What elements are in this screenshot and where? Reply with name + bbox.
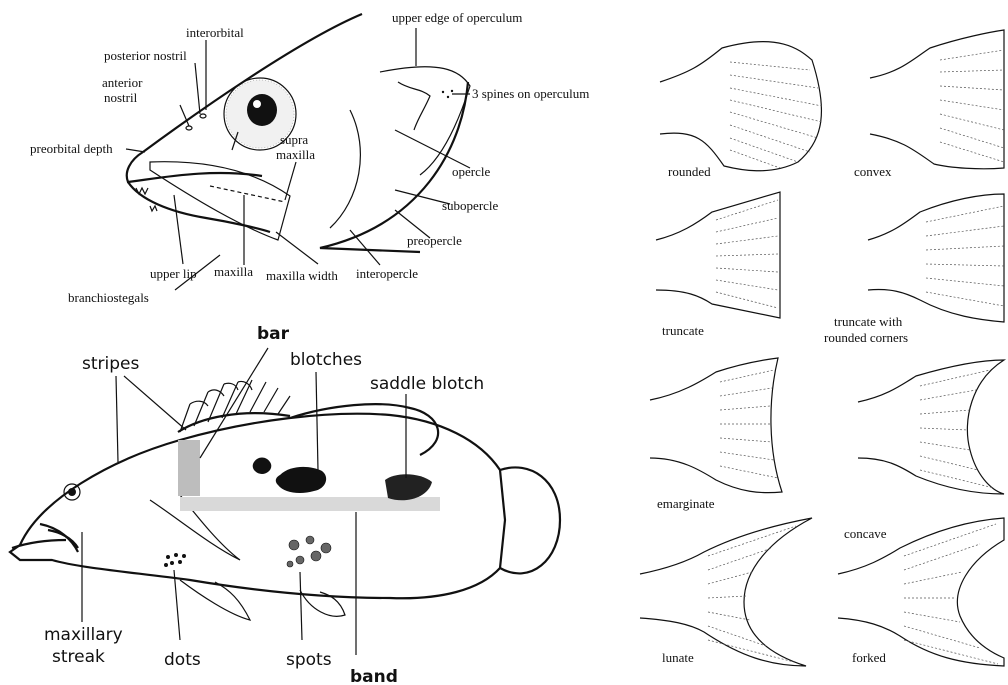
label-supra-line1: supra bbox=[280, 132, 308, 147]
label-upper-lip: upper lip bbox=[150, 266, 197, 281]
label-preorbital-depth: preorbital depth bbox=[30, 141, 113, 156]
label-saddle-blotch: saddle blotch bbox=[370, 374, 484, 394]
body-diagram: bar stripes blotches saddle blotch maxil… bbox=[10, 324, 560, 685]
spots-pattern bbox=[287, 536, 331, 567]
upper-jaw bbox=[127, 152, 262, 182]
label-preopercle: preopercle bbox=[407, 233, 462, 248]
tail-rounded-label: rounded bbox=[668, 164, 711, 179]
tail-truncate-rounded: truncate with rounded corners bbox=[824, 194, 1004, 345]
posterior-nostril bbox=[200, 114, 206, 118]
caudal-fin bbox=[500, 467, 560, 573]
label-anterior-nostril-line1: anterior bbox=[102, 75, 143, 90]
head-diagram: interorbital posterior nostril anterior … bbox=[30, 10, 589, 305]
eye-pupil bbox=[247, 94, 277, 126]
label-maxilla: maxilla bbox=[214, 264, 253, 279]
label-upper-edge-operculum: upper edge of operculum bbox=[392, 10, 522, 25]
tail-truncate-label: truncate bbox=[662, 323, 704, 338]
tail-shapes: rounded convex truncate truncate with ro… bbox=[640, 30, 1004, 666]
saddle-blotch-pattern bbox=[385, 474, 432, 500]
pelvic-fin bbox=[180, 580, 250, 620]
bar-pattern bbox=[178, 440, 200, 496]
tail-concave: concave bbox=[844, 360, 1004, 541]
dots-pattern bbox=[164, 553, 186, 567]
label-bar: bar bbox=[257, 324, 290, 344]
label-posterior-nostril: posterior nostril bbox=[104, 48, 187, 63]
label-spots: spots bbox=[286, 650, 332, 670]
opercle-edge bbox=[380, 67, 470, 175]
anterior-nostril bbox=[186, 126, 192, 130]
tail-convex-label: convex bbox=[854, 164, 892, 179]
soft-dorsal-fin bbox=[290, 404, 438, 455]
tail-truncate-rounded-label-line1: truncate with bbox=[834, 314, 903, 329]
label-blotches: blotches bbox=[290, 350, 362, 370]
tail-truncate-rounded-label-line2: rounded corners bbox=[824, 330, 908, 345]
label-interopercle: interopercle bbox=[356, 266, 418, 281]
tail-emarginate: emarginate bbox=[650, 358, 782, 511]
tail-lunate: lunate bbox=[640, 518, 812, 666]
tail-lunate-label: lunate bbox=[662, 650, 694, 665]
label-anterior-nostril-line2: nostril bbox=[104, 90, 138, 105]
label-band: band bbox=[350, 667, 398, 685]
blotch-small bbox=[253, 458, 272, 475]
tail-concave-label: concave bbox=[844, 526, 887, 541]
label-maxilla-width: maxilla width bbox=[266, 268, 338, 283]
tail-convex: convex bbox=[854, 30, 1004, 179]
supramaxilla-line bbox=[210, 186, 285, 202]
label-dots: dots bbox=[164, 650, 201, 670]
opercle-inner bbox=[330, 110, 360, 228]
preopercle-edge bbox=[320, 82, 468, 252]
blotch-large bbox=[276, 467, 326, 493]
label-opercle: opercle bbox=[452, 164, 490, 179]
tail-rounded: rounded bbox=[660, 42, 822, 179]
label-subopercle: subopercle bbox=[442, 198, 499, 213]
label-branchiostegals: branchiostegals bbox=[68, 290, 149, 305]
spiny-dorsal-fin bbox=[178, 380, 290, 432]
tail-truncate: truncate bbox=[656, 192, 780, 338]
label-supra-line2: maxilla bbox=[276, 147, 315, 162]
label-maxillary-line2: streak bbox=[52, 647, 105, 667]
label-spines-operculum: 3 spines on operculum bbox=[472, 86, 589, 101]
lower-jaw bbox=[128, 182, 270, 232]
tail-forked-label: forked bbox=[852, 650, 886, 665]
tail-emarginate-label: emarginate bbox=[657, 496, 715, 511]
label-stripes: stripes bbox=[82, 354, 139, 374]
operculum-squiggle bbox=[398, 82, 430, 130]
label-maxillary-line1: maxillary bbox=[44, 625, 123, 645]
label-interorbital: interorbital bbox=[186, 25, 244, 40]
eye-highlight bbox=[253, 100, 261, 108]
